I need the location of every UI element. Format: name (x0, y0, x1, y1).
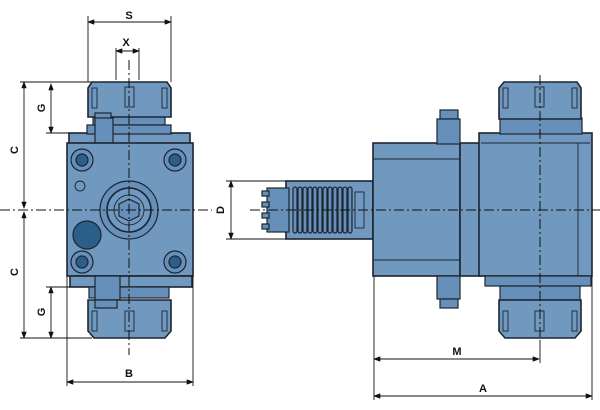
dim-label-s: S (125, 10, 132, 22)
dim-label-d: D (215, 206, 227, 214)
small-hole (74, 180, 86, 192)
dim-label-c-lower: C (9, 268, 21, 276)
dim-label-a: A (479, 383, 487, 395)
dim-label-g-lower: G (36, 308, 48, 317)
dim-label-c-upper: C (9, 146, 21, 154)
bolt-holes (70, 148, 187, 274)
clamp-bolts (436, 109, 461, 309)
drive-tooth (261, 201, 270, 208)
drive-tooth (261, 190, 270, 197)
dim-label-x: X (122, 37, 130, 49)
dim-label-m: M (452, 346, 461, 358)
head-body (478, 132, 593, 277)
drive-tooth (261, 223, 270, 230)
lower-flange (69, 275, 193, 288)
drive-tooth (261, 212, 270, 219)
dim-label-g-upper: G (36, 104, 48, 113)
dim-label-b: B (125, 368, 133, 380)
dimension-lines (20, 16, 593, 400)
plug (72, 220, 102, 250)
